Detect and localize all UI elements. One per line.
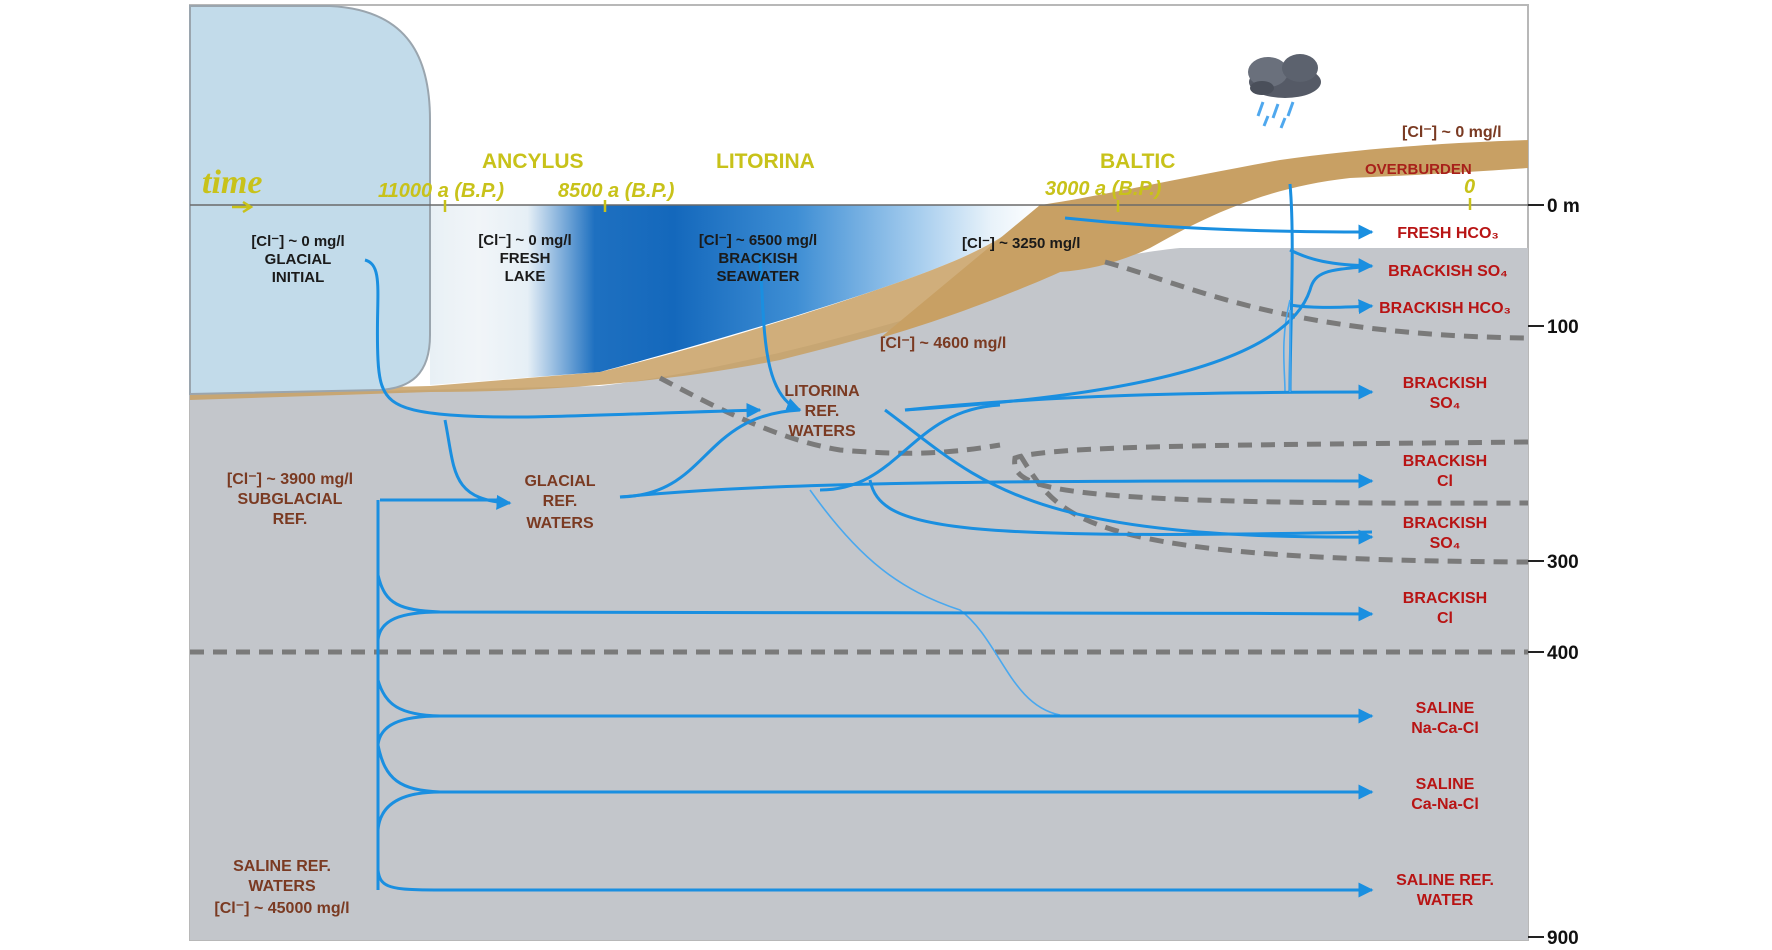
- cl-4600: [Cl⁻] ~ 4600 mg/l: [880, 335, 1006, 352]
- svg-text:SEAWATER: SEAWATER: [716, 268, 799, 285]
- lake-bottom-sediment: [190, 205, 1060, 400]
- svg-text:[Cl⁻] ~ 45000 mg/l: [Cl⁻] ~ 45000 mg/l: [214, 900, 349, 917]
- depth-900: 900: [1547, 928, 1579, 949]
- svg-text:REF.: REF.: [805, 403, 840, 420]
- source-brackish-seawater: [Cl⁻] ~ 6500 mg/l BRACKISH SEAWATER: [699, 232, 817, 285]
- era-litorina: LITORINA: [716, 150, 815, 173]
- svg-text:SALINE: SALINE: [1416, 700, 1475, 717]
- time-arrow-icon: [232, 200, 254, 214]
- svg-text:Cl: Cl: [1437, 473, 1453, 490]
- svg-text:[Cl⁻] ~ 3900 mg/l: [Cl⁻] ~ 3900 mg/l: [227, 471, 353, 488]
- depth-axis: 0 m 100 300 400 900: [1528, 196, 1580, 949]
- svg-text:BRACKISH: BRACKISH: [1403, 375, 1487, 392]
- source-glacial-initial: [Cl⁻] ~ 0 mg/l GLACIAL INITIAL: [251, 233, 344, 286]
- svg-text:BRACKISH: BRACKISH: [1403, 590, 1487, 607]
- svg-text:SALINE: SALINE: [1416, 776, 1475, 793]
- depth-100: 100: [1547, 317, 1579, 338]
- boundary-dash-2: [658, 375, 1001, 456]
- era-ancylus: ANCYLUS: [482, 150, 584, 173]
- svg-text:[Cl⁻] ~ 6500 mg/l: [Cl⁻] ~ 6500 mg/l: [699, 232, 817, 249]
- rain-cloud-icon: [1248, 54, 1321, 129]
- out-brackish-hco3: BRACKISH HCO₃: [1379, 300, 1511, 317]
- svg-text:SUBGLACIAL: SUBGLACIAL: [238, 491, 343, 508]
- svg-text:GLACIAL: GLACIAL: [524, 473, 595, 490]
- svg-text:LAKE: LAKE: [505, 268, 546, 285]
- source-saline-ref-waters: SALINE REF. WATERS [Cl⁻] ~ 45000 mg/l: [214, 858, 349, 917]
- litorina-ref-waters: LITORINA REF. WATERS: [784, 383, 860, 440]
- svg-text:BRACKISH: BRACKISH: [1403, 453, 1487, 470]
- svg-text:WATERS: WATERS: [526, 515, 594, 532]
- bedrock: [190, 248, 1528, 940]
- svg-text:Na-Ca-Cl: Na-Ca-Cl: [1411, 720, 1479, 737]
- cl-3250: [Cl⁻] ~ 3250 mg/l: [962, 235, 1080, 252]
- svg-text:WATER: WATER: [1417, 892, 1474, 909]
- output-labels: FRESH HCO₃ BRACKISH SO₄ BRACKISH HCO₃ BR…: [1379, 225, 1511, 909]
- glacial-ref-waters: GLACIAL REF. WATERS: [524, 473, 595, 532]
- era-baltic: BALTIC: [1100, 150, 1175, 173]
- boundary-dash-4: [1012, 439, 1529, 506]
- svg-text:LITORINA: LITORINA: [784, 383, 860, 400]
- sea-water-body: [430, 205, 1040, 385]
- depth-0: 0 m: [1547, 196, 1580, 217]
- out-brackish-so4-top: BRACKISH SO₄: [1388, 263, 1508, 280]
- ice-sheet: [189, 5, 431, 396]
- depth-300: 300: [1547, 552, 1579, 573]
- date-0: 0: [1464, 176, 1475, 198]
- svg-text:Cl: Cl: [1437, 610, 1453, 627]
- svg-text:SALINE REF.: SALINE REF.: [233, 858, 331, 875]
- svg-text:SO₄: SO₄: [1430, 395, 1461, 412]
- out-fresh-hco3: FRESH HCO₃: [1397, 225, 1499, 242]
- overburden-label: OVERBURDEN: [1365, 161, 1472, 178]
- boundary-dash-1: [1104, 259, 1529, 341]
- date-3000: 3000 a (B.P.): [1045, 178, 1162, 200]
- date-11000: 11000 a (B.P.): [378, 180, 504, 202]
- svg-text:WATERS: WATERS: [248, 878, 316, 895]
- svg-text:FRESH: FRESH: [500, 250, 551, 267]
- svg-text:WATERS: WATERS: [788, 423, 856, 440]
- svg-text:INITIAL: INITIAL: [272, 269, 325, 286]
- svg-text:SO₄: SO₄: [1430, 535, 1461, 552]
- svg-text:BRACKISH: BRACKISH: [718, 250, 797, 267]
- cl-0-right: [Cl⁻] ~ 0 mg/l: [1402, 124, 1502, 141]
- svg-text:SALINE REF.: SALINE REF.: [1396, 872, 1494, 889]
- flow-arrows: [364, 183, 1374, 898]
- svg-text:REF.: REF.: [543, 493, 578, 510]
- svg-text:GLACIAL: GLACIAL: [265, 251, 332, 268]
- source-fresh-lake: [Cl⁻] ~ 0 mg/l FRESH LAKE: [478, 232, 571, 285]
- svg-text:[Cl⁻] ~ 0 mg/l: [Cl⁻] ~ 0 mg/l: [478, 232, 571, 249]
- svg-text:BRACKISH: BRACKISH: [1403, 515, 1487, 532]
- depth-400: 400: [1547, 643, 1579, 664]
- svg-text:[Cl⁻] ~ 0 mg/l: [Cl⁻] ~ 0 mg/l: [251, 233, 344, 250]
- svg-text:Ca-Na-Cl: Ca-Na-Cl: [1411, 796, 1479, 813]
- date-8500: 8500 a (B.P.): [558, 180, 675, 202]
- svg-text:REF.: REF.: [273, 511, 308, 528]
- time-label: time: [202, 164, 262, 201]
- source-subglacial-ref: [Cl⁻] ~ 3900 mg/l SUBGLACIAL REF.: [227, 471, 353, 528]
